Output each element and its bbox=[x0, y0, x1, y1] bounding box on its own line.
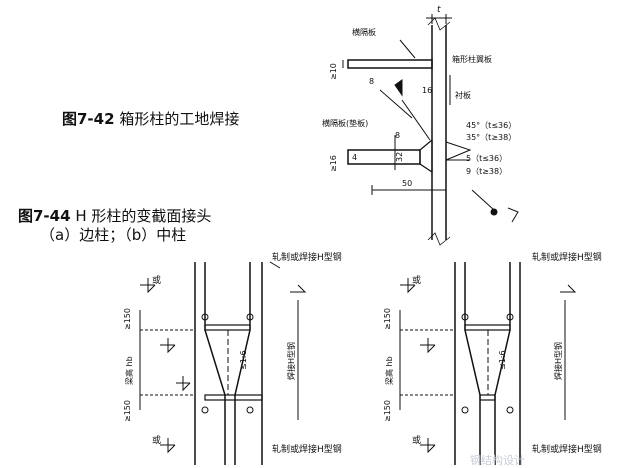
fig42-thickness-symbol: t bbox=[437, 5, 441, 15]
fig44b-beam-height: 梁高 hb bbox=[384, 356, 394, 385]
fig44a-beam-height: 梁高 hb bbox=[124, 356, 134, 385]
fig42-dim-50: 50 bbox=[402, 179, 412, 188]
fig42-dim-ge10: ≥10 bbox=[329, 63, 338, 80]
fig44b-rolled-bottom: 轧制或焊接H型钢 bbox=[532, 443, 602, 455]
fig44b-dim-150-bottom: ≥150 bbox=[383, 400, 392, 422]
fig-44a-drawing bbox=[139, 261, 307, 465]
fig-42-caption: 图7-42 箱形柱的工地焊接 bbox=[62, 108, 239, 129]
fig44a-dim-150-bottom: ≥150 bbox=[123, 400, 132, 422]
fig42-gap-5: 5（t≤36） bbox=[466, 154, 507, 163]
fig42-dim-ge16: ≥16 bbox=[329, 155, 338, 172]
fig-42-title: 箱形柱的工地焊接 bbox=[119, 110, 240, 128]
fig44a-or-bottom: 或 bbox=[152, 434, 161, 446]
fig42-gap-9: 9（t≥38） bbox=[466, 167, 507, 176]
fig42-angle-45: 45°（t≤36） bbox=[466, 121, 516, 130]
fig-42-drawing bbox=[342, 14, 519, 246]
fig44b-vertical-label: 焊接H型钢 bbox=[553, 342, 563, 380]
fig42-dim-16: 16 bbox=[422, 86, 432, 95]
fig44a-rolled-bottom: 轧制或焊接H型钢 bbox=[272, 443, 342, 455]
fig42-diaphragm-backing-label: 横隔板(垫板) bbox=[322, 118, 368, 128]
fig-44b-drawing bbox=[399, 262, 577, 465]
fig42-dim-32: 32 bbox=[395, 152, 404, 162]
fig42-diaphragm-label: 横隔板 bbox=[352, 27, 376, 37]
fig44b-slope: ≤1:6 bbox=[498, 350, 507, 370]
fig44a-or-top: 或 bbox=[152, 274, 161, 286]
fig42-backing-label: 衬板 bbox=[455, 90, 471, 100]
fig44a-vertical-label: 焊接H型钢 bbox=[286, 342, 296, 380]
fig44a-rolled-top: 轧制或焊接H型钢 bbox=[272, 251, 342, 263]
fig44b-rolled-top: 轧制或焊接H型钢 bbox=[532, 251, 602, 263]
fig42-flange-label: 箱形柱翼板 bbox=[452, 54, 492, 64]
fig-44-number: 图7-44 bbox=[18, 207, 71, 225]
fig42-dim-8: 8 bbox=[369, 77, 374, 86]
fig44a-dim-150-top: ≥150 bbox=[123, 308, 132, 330]
fig42-dim-4: 4 bbox=[352, 153, 357, 162]
fig-42-number: 图7-42 bbox=[62, 110, 115, 128]
fig44a-slope: ≤1:6 bbox=[239, 350, 248, 370]
fig44b-dim-150-top: ≥150 bbox=[383, 308, 392, 330]
fig-44-caption: 图7-44 H 形柱的变截面接头 bbox=[18, 205, 211, 226]
fig-44-subtitle: （a）边柱；（b）中柱 bbox=[40, 226, 187, 244]
fig42-angle-35: 35°（t≥38） bbox=[466, 133, 516, 142]
watermark: 钢结构设计 bbox=[470, 454, 525, 467]
fig42-dim-8b: 8 bbox=[395, 131, 400, 140]
fig44b-or-bottom: 或 bbox=[412, 434, 421, 446]
fig-44-title: H 形柱的变截面接头 bbox=[75, 207, 212, 225]
fig44b-or-top: 或 bbox=[412, 274, 421, 286]
